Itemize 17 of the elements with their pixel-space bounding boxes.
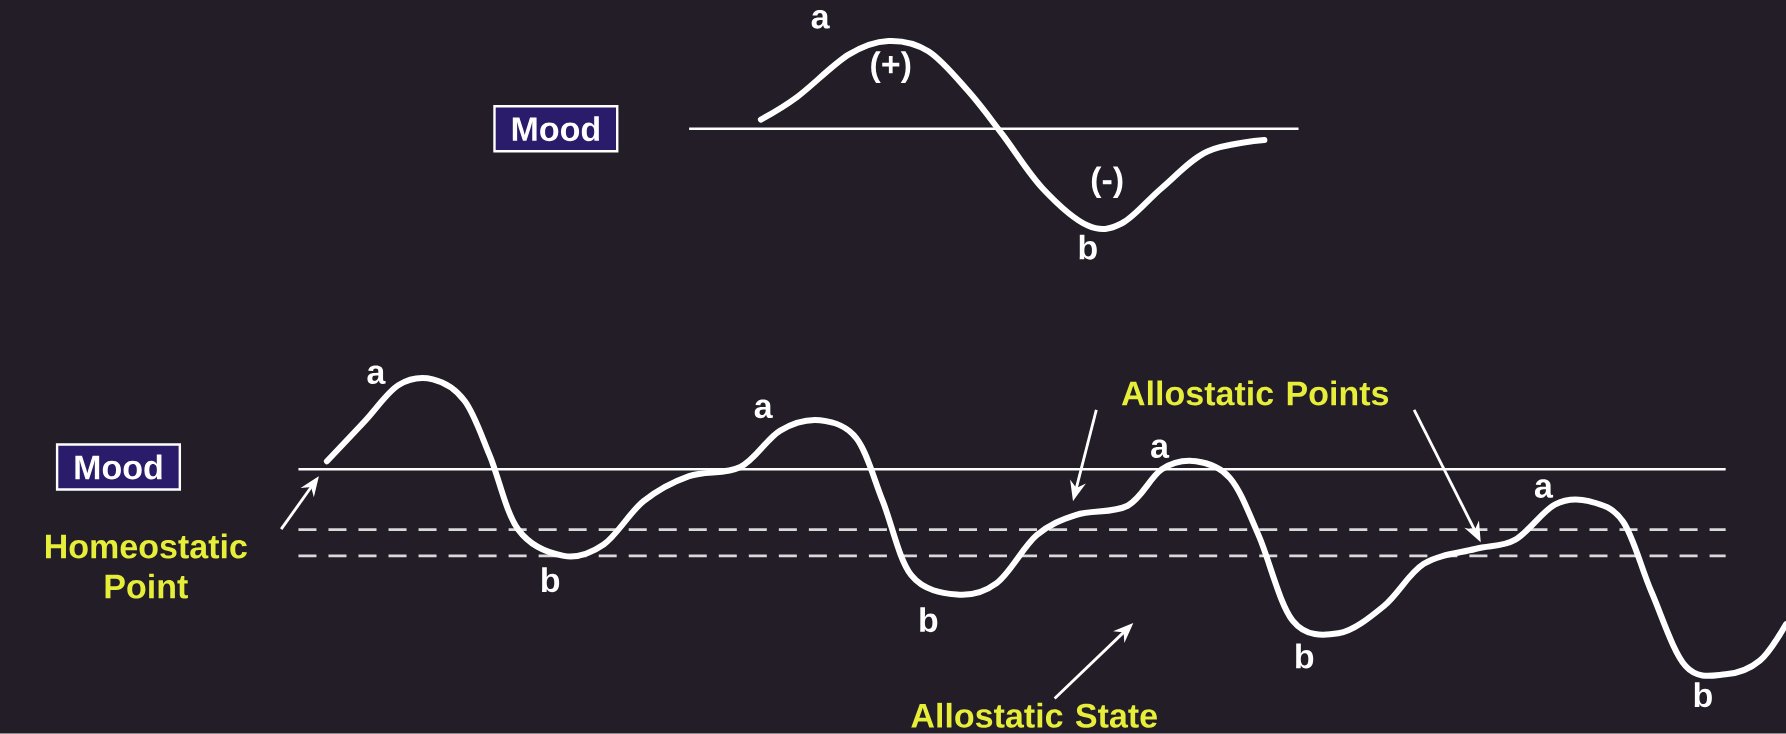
curve-label: a	[754, 399, 773, 419]
curve-label: (-)	[1091, 166, 1123, 199]
curve-label: (+)	[871, 51, 911, 84]
mood-box: Mood	[493, 105, 619, 153]
callout-text: Homeostatic Point	[46, 533, 247, 599]
curve-label: a	[367, 365, 386, 385]
curve-label: a	[811, 10, 830, 29]
curve-label: b	[1079, 234, 1097, 260]
curve-label: a	[1534, 479, 1554, 499]
curve-label: b	[1296, 643, 1314, 669]
mood-box: Mood	[55, 443, 182, 491]
callout-text: Allostatic State	[911, 703, 1157, 729]
curve-label: b	[542, 567, 560, 593]
curve-label: a	[1151, 439, 1170, 459]
curve-label: b	[1694, 682, 1712, 708]
callout-text: Allostatic Points	[1121, 380, 1389, 406]
curve-label: b	[920, 607, 938, 633]
